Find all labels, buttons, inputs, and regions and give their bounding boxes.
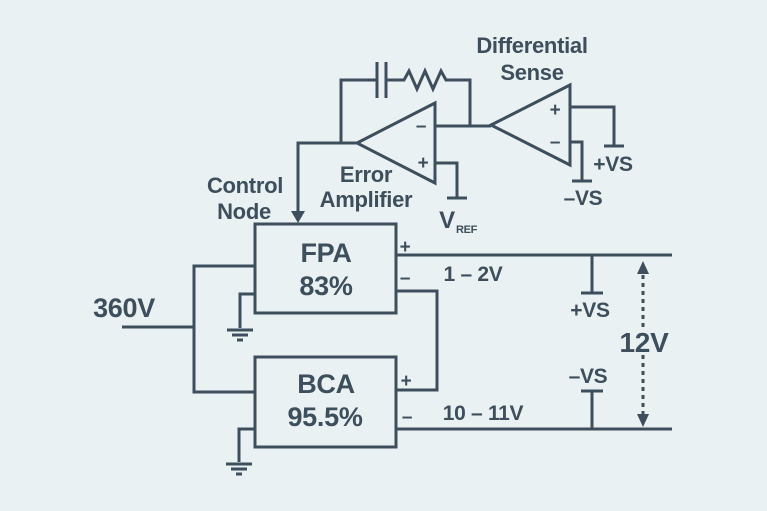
bca-minus-sign: – (402, 407, 412, 428)
control-node-arrowhead-icon (291, 211, 305, 223)
fpa-ground-icon (227, 328, 253, 342)
error-amp-plus-sign: + (418, 153, 429, 174)
error-amplifier-label-line1: Error (340, 162, 393, 187)
fpa-plus-sign: + (400, 237, 411, 258)
diff-sense-pos-supply-label: +VS (593, 153, 633, 176)
output-pos-supply-label: +VS (570, 299, 610, 322)
diff-sense-triangle-icon (487, 82, 572, 168)
diff-sense-label-line2: Sense (500, 60, 563, 85)
feedback-resistor-icon (386, 67, 472, 125)
fpa-bca-series-wire (396, 289, 439, 392)
bus-voltage-label-backdrop (620, 331, 666, 354)
error-amp-minus-sign: – (416, 116, 426, 137)
bca-output-range-label: 10 – 11V (443, 402, 524, 425)
fpa-name-label: FPA (300, 238, 351, 268)
error-amp-output-wire (296, 141, 357, 212)
bca-box (253, 355, 398, 449)
bus-voltage-label: 12V (620, 327, 670, 358)
fpa-efficiency-label: 83% (299, 271, 352, 301)
diff-sense-minus-sign: – (550, 132, 560, 153)
bca-plus-sign: + (401, 371, 412, 392)
bca-efficiency-label: 95.5% (287, 402, 362, 432)
diff-sense-minus-input-wire (570, 140, 584, 180)
fpa-output-range-label: 1 – 2V (444, 263, 503, 286)
bca-ground-wire (237, 427, 255, 462)
diff-sense-plus-input-wire (570, 105, 616, 145)
bca-name-label: BCA (297, 369, 355, 399)
bca-ground-icon (226, 462, 252, 476)
fpa-ground-wire (238, 292, 255, 328)
fpa-minus-sign: – (400, 268, 410, 289)
error-amplifier-triangle-icon (353, 100, 437, 186)
span-arrowhead-up-icon (637, 261, 649, 274)
vref-subscript-label: REF (456, 224, 478, 236)
control-node-label-line1: Control (207, 173, 283, 198)
feedback-wire-left (339, 78, 377, 143)
diff-sense-plus-sign: + (550, 100, 561, 121)
input-voltage-label: 360V (93, 293, 155, 323)
vref-label: V (439, 207, 455, 234)
control-node-label-line2: Node (217, 199, 271, 224)
diff-sense-neg-supply-label: –VS (564, 187, 603, 210)
span-arrowhead-down-icon (637, 414, 649, 427)
fpa-box (253, 222, 398, 315)
input-bus-wire (192, 264, 255, 394)
output-neg-supply-label: –VS (569, 365, 608, 388)
error-amp-noninverting-input-wire (435, 161, 459, 197)
error-amplifier-label-line2: Amplifier (320, 187, 413, 212)
diff-sense-label-line1: Differential (476, 33, 587, 58)
